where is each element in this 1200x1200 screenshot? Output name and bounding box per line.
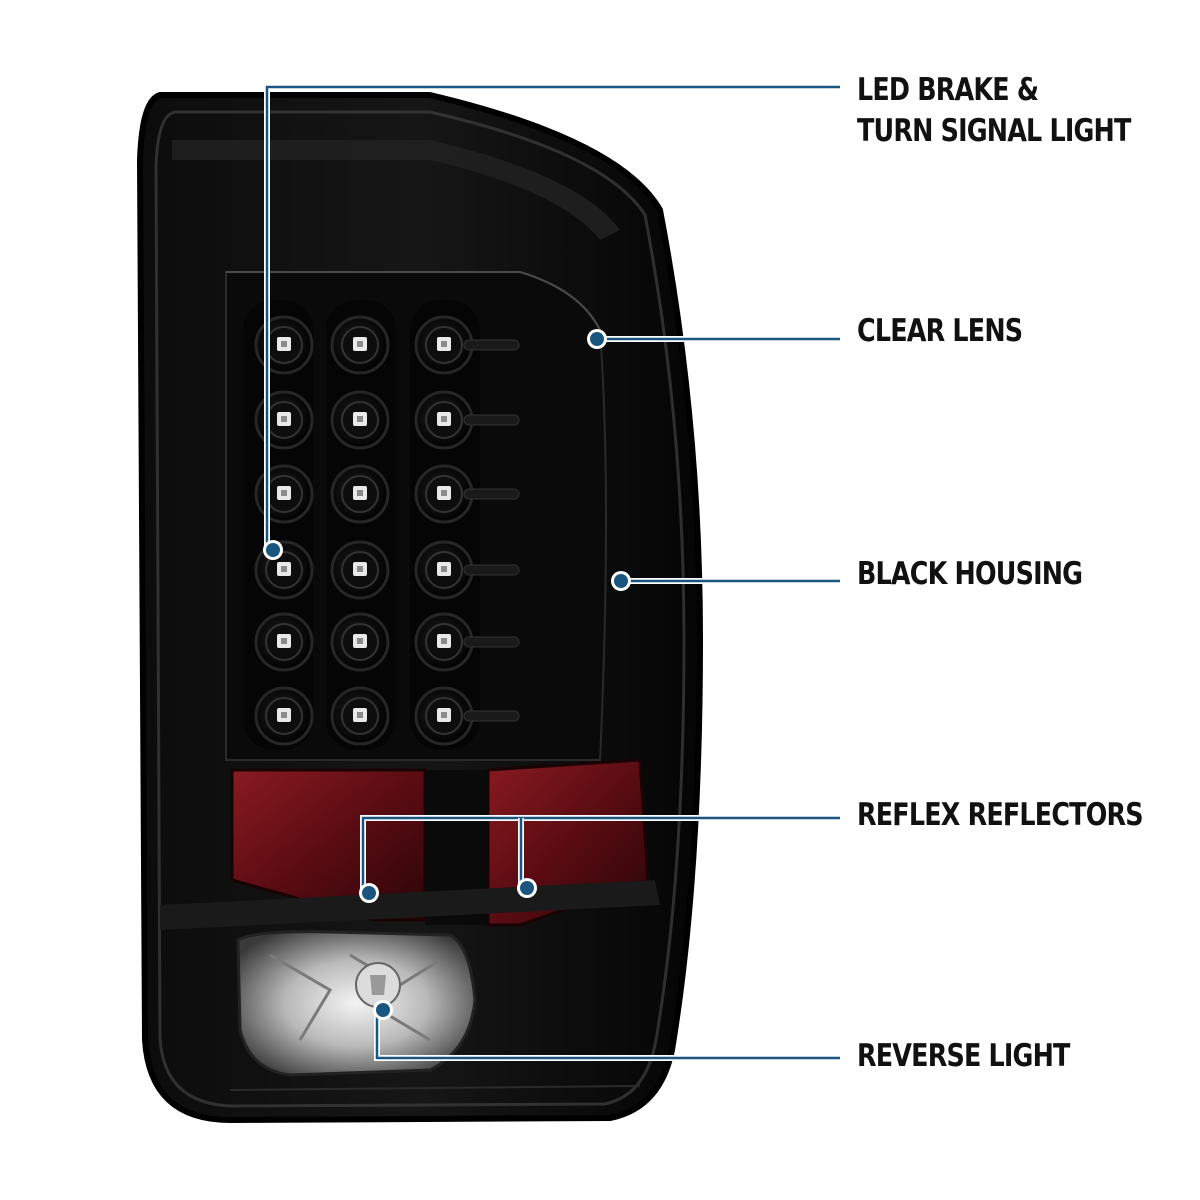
led-bulb xyxy=(330,390,390,450)
callout-reverse xyxy=(373,1000,840,1061)
led-bulb xyxy=(414,315,520,375)
callout-label-reverse-light: REVERSE LIGHT xyxy=(857,1036,1070,1077)
callout-label-black-housing: BLACK HOUSING xyxy=(857,554,1083,595)
callout-led xyxy=(263,84,840,560)
callout-reflex2 xyxy=(517,818,537,898)
led-bulb xyxy=(414,464,520,524)
callout-dot xyxy=(614,574,628,588)
led-bulb xyxy=(414,390,520,450)
top-lens-band xyxy=(172,140,620,240)
leader-line xyxy=(361,816,840,893)
led-bulb xyxy=(254,686,314,746)
callout-label-clear-lens: CLEAR LENS xyxy=(857,311,1023,352)
callout-dot xyxy=(362,886,376,900)
callout-label-led-brake: LED BRAKE & TURN SIGNAL LIGHT xyxy=(857,70,1131,152)
callout-reflex-line-1: REFLEX REFLECTORS xyxy=(857,797,1144,833)
led-array xyxy=(254,315,520,746)
reflex-reflector-left xyxy=(230,768,427,922)
callout-label-reflex-reflectors: REFLEX REFLECTORS xyxy=(857,795,1144,836)
callout-reverse-line-1: REVERSE LIGHT xyxy=(857,1038,1070,1074)
led-bulb xyxy=(330,686,390,746)
callout-led-line-1: LED BRAKE & xyxy=(857,72,1039,108)
callout-housing xyxy=(611,571,840,591)
callout-reflex xyxy=(359,815,840,903)
callout-dot xyxy=(590,332,604,346)
led-bulb xyxy=(330,612,390,672)
led-bulb xyxy=(330,464,390,524)
led-bulb xyxy=(330,315,390,375)
led-bulb xyxy=(414,686,520,746)
leader-line xyxy=(375,1010,840,1060)
led-bulb xyxy=(254,612,314,672)
callout-dot xyxy=(266,543,280,557)
callout-dot xyxy=(376,1003,390,1017)
callout-dot xyxy=(520,881,534,895)
led-bulb xyxy=(414,540,520,600)
led-bulb xyxy=(254,540,314,600)
callout-led-line-2: TURN SIGNAL LIGHT xyxy=(857,113,1131,149)
reverse-light-chrome xyxy=(236,930,477,1077)
callout-lens xyxy=(587,329,840,349)
leader-line xyxy=(265,85,840,550)
led-bulb xyxy=(414,612,520,672)
callout-lens-line-1: CLEAR LENS xyxy=(857,313,1023,349)
led-bulb xyxy=(330,540,390,600)
callout-lines xyxy=(263,84,840,1061)
callout-housing-line-1: BLACK HOUSING xyxy=(857,556,1083,592)
